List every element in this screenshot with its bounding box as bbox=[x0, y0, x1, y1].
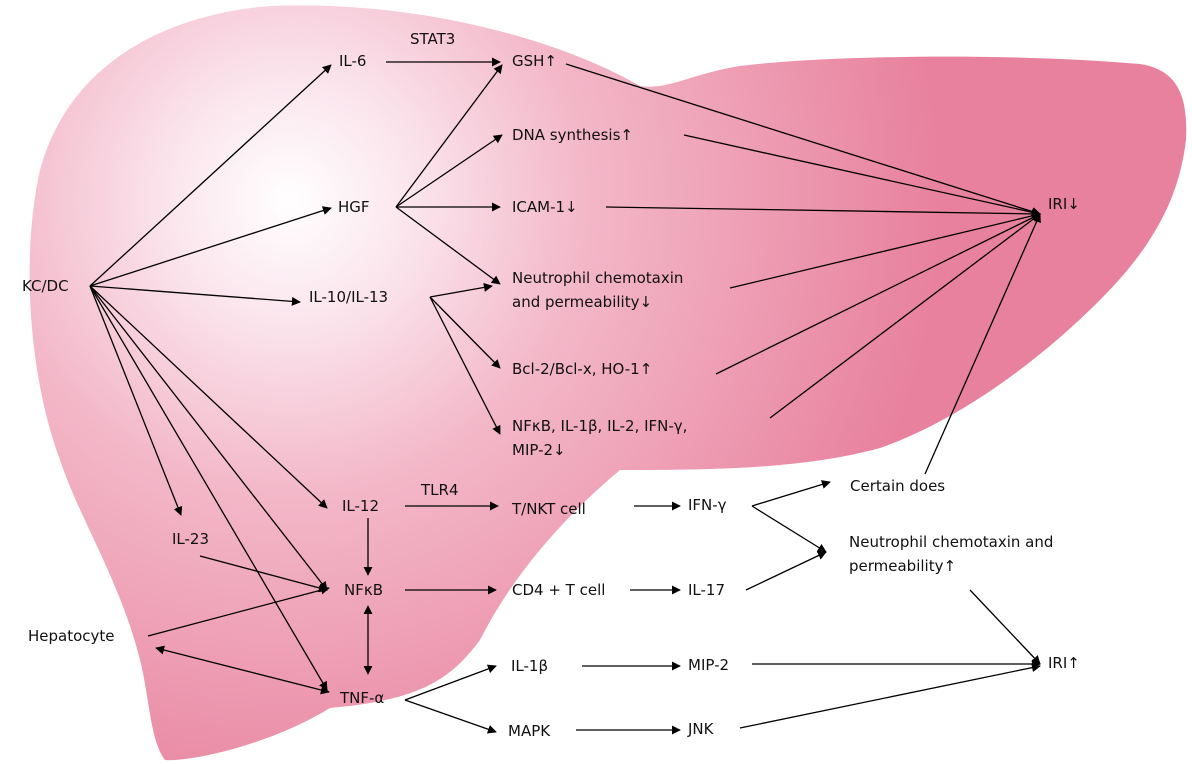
label-il6: IL-6 bbox=[339, 52, 367, 70]
arrow-dna-iri bbox=[683, 134, 1041, 217]
arrow-kcdc-tnf bbox=[89, 285, 328, 691]
label-nfkb: NFκB bbox=[344, 581, 383, 599]
arrow-nfkblist-iri bbox=[769, 213, 1041, 419]
arrow-neutrophil-iri bbox=[729, 211, 1041, 289]
label-tnf-alpha: TNF-α bbox=[340, 689, 385, 707]
arrow-icam-iri bbox=[605, 206, 1041, 219]
label-tlr4: TLR4 bbox=[421, 481, 459, 499]
arrow-certain-iri bbox=[924, 213, 1041, 475]
label-cd4-t-cell: CD4 + T cell bbox=[512, 581, 606, 599]
arrow-kcdc-il23 bbox=[89, 285, 183, 516]
label-neutrophil-down-line1: Neutrophil chemotaxin bbox=[512, 269, 684, 287]
label-gsh: GSH↑ bbox=[512, 52, 557, 70]
arrow-il17-neutrophil bbox=[745, 551, 827, 591]
arrow-hgf-neutrophil bbox=[395, 206, 501, 285]
label-il1b: IL-1β bbox=[511, 657, 549, 675]
label-il17: IL-17 bbox=[688, 581, 726, 599]
arrow-ifn-certain bbox=[751, 480, 831, 507]
label-dna-synthesis: DNA synthesis↑ bbox=[512, 126, 633, 144]
arrow-il23-nfkb bbox=[199, 555, 328, 593]
label-certain-does: Certain does bbox=[850, 477, 946, 495]
arrow-jnk-iri bbox=[739, 663, 1041, 729]
label-nfkb-list-line1: NFκB, IL-1β, IL-2, IFN-γ, bbox=[512, 417, 688, 435]
label-iri-up: IRI↑ bbox=[1048, 654, 1080, 672]
label-nfkb-list: NFκB, IL-1β, IL-2, IFN-γ, MIP-2↓ bbox=[512, 414, 687, 462]
label-neutrophil-up-line2: permeability↑ bbox=[849, 557, 957, 575]
arrow-kcdc-il6 bbox=[89, 64, 332, 287]
label-jnk: JNK bbox=[688, 720, 714, 738]
label-kc-dc: KC/DC bbox=[22, 277, 69, 295]
arrow-kcdc-il12 bbox=[89, 285, 328, 509]
label-il23: IL-23 bbox=[172, 530, 210, 548]
label-bcl2: Bcl-2/Bcl-x, HO-1↑ bbox=[512, 360, 653, 378]
label-neutrophil-up: Neutrophil chemotaxin and permeability↑ bbox=[849, 530, 1053, 578]
label-t-nkt-cell: T/NKT cell bbox=[512, 500, 586, 518]
label-il12: IL-12 bbox=[342, 497, 380, 515]
arrow-tnf-il1b bbox=[404, 664, 497, 701]
arrow-gsh-iri bbox=[565, 63, 1041, 216]
arrow-tnf-mapk bbox=[404, 699, 497, 734]
arrow-hepatocyte-tnf bbox=[155, 645, 330, 695]
arrow-kcdc-il10 bbox=[89, 285, 301, 306]
label-neutrophil-down: Neutrophil chemotaxin and permeability↓ bbox=[512, 266, 683, 314]
label-iri-down: IRI↓ bbox=[1048, 195, 1080, 213]
label-hgf: HGF bbox=[338, 198, 370, 216]
label-nfkb-list-line2: MIP-2↓ bbox=[512, 441, 566, 459]
label-mapk: MAPK bbox=[508, 722, 551, 740]
arrow-hgf-gsh bbox=[395, 64, 503, 208]
label-ifn-gamma: IFN-γ bbox=[688, 496, 727, 514]
liver-shape bbox=[29, 5, 1187, 761]
label-icam1: ICAM-1↓ bbox=[512, 198, 578, 216]
label-neutrophil-down-line2: and permeability↓ bbox=[512, 293, 653, 311]
arrows bbox=[89, 57, 1041, 735]
arrow-il10-nfkb-list bbox=[429, 296, 501, 435]
arrow-neutrophil-up-iri bbox=[969, 589, 1041, 665]
label-hepatocyte: Hepatocyte bbox=[28, 627, 115, 645]
label-il10-il13: IL-10/IL-13 bbox=[309, 288, 389, 306]
arrow-kcdc-hgf bbox=[89, 206, 332, 287]
label-stat3: STAT3 bbox=[410, 30, 456, 48]
arrow-il10-neutrophil bbox=[429, 282, 493, 298]
arrow-ifn-neutrophil bbox=[751, 505, 827, 553]
label-neutrophil-up-line1: Neutrophil chemotaxin and bbox=[849, 533, 1054, 551]
label-mip2: MIP-2 bbox=[688, 656, 730, 674]
arrow-il10-bcl2 bbox=[429, 296, 501, 369]
arrow-bcl2-iri bbox=[715, 213, 1041, 375]
arrow-kcdc-nfkb bbox=[89, 285, 328, 591]
arrow-hgf-dna bbox=[395, 134, 503, 208]
arrow-hepatocyte-nfkb bbox=[147, 585, 330, 637]
